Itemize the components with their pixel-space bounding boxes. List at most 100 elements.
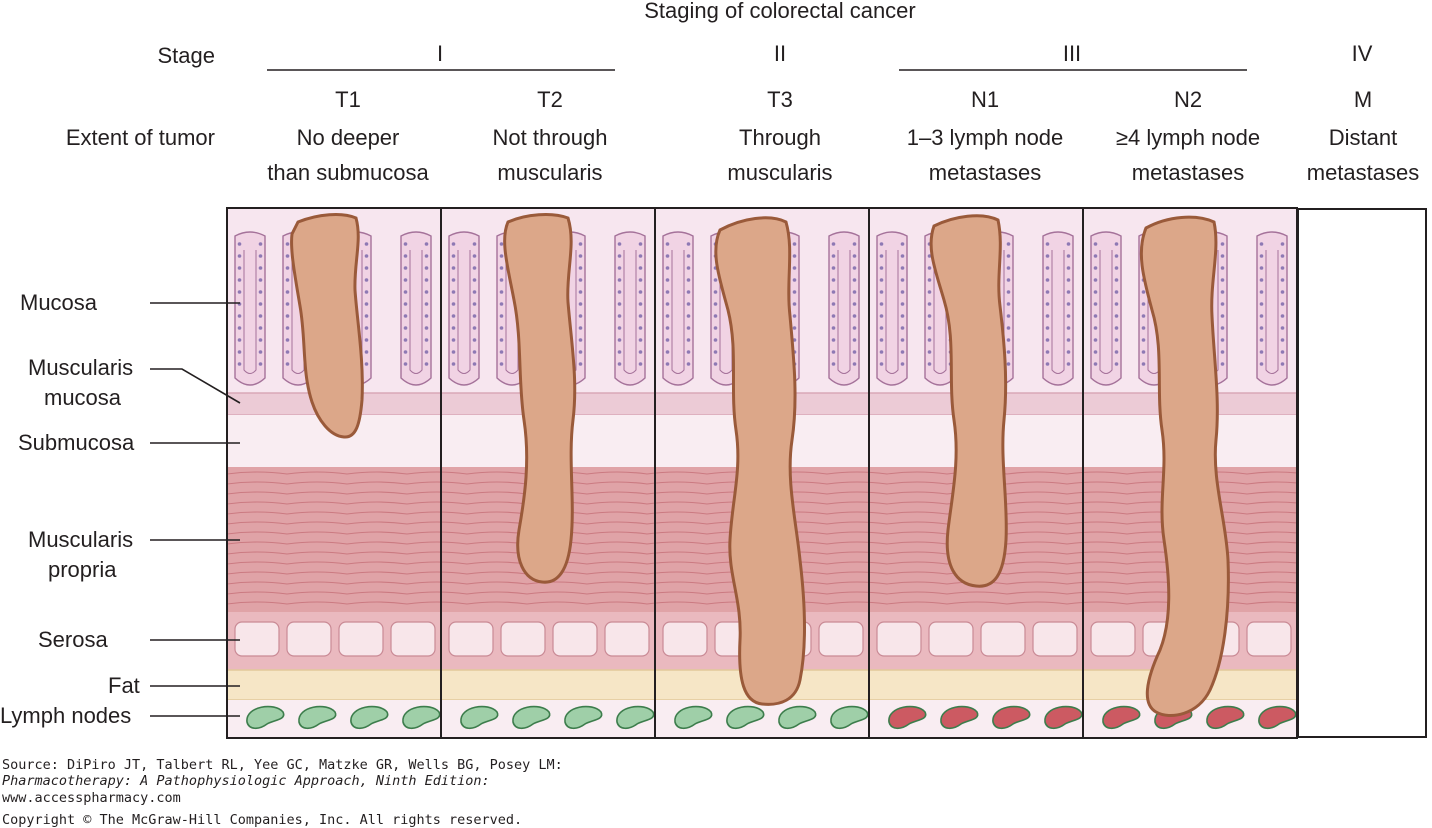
nucleus [285, 290, 290, 294]
nucleus [364, 338, 369, 342]
nucleus [258, 278, 263, 282]
nucleus [1006, 266, 1011, 270]
nucleus [258, 302, 263, 306]
serosa-cell [1032, 621, 1078, 657]
nucleus [665, 338, 670, 342]
nucleus [1114, 254, 1119, 258]
crypt [828, 231, 860, 386]
nucleus [364, 362, 369, 366]
nucleus [831, 278, 836, 282]
nucleus [1066, 314, 1071, 318]
col-extent2-m: metastases [1307, 160, 1420, 185]
nucleus [403, 266, 408, 270]
lymph-node-malignant [940, 705, 979, 730]
nucleus [900, 290, 905, 294]
crypt-lumen [291, 250, 305, 374]
label-lymph-nodes: Lymph nodes [0, 703, 131, 728]
nucleus [1093, 362, 1098, 366]
nucleus [403, 242, 408, 246]
nucleus [1006, 254, 1011, 258]
nucleus [638, 290, 643, 294]
nucleus [1280, 302, 1285, 306]
nucleus [1066, 326, 1071, 330]
nucleus [364, 254, 369, 258]
nucleus [686, 326, 691, 330]
nucleus [686, 254, 691, 258]
stage-iii-label: III [1063, 41, 1081, 66]
nucleus [451, 242, 456, 246]
nucleus [285, 350, 290, 354]
nucleus [686, 338, 691, 342]
nucleus [364, 350, 369, 354]
nucleus [831, 326, 836, 330]
serosa-cell [604, 621, 650, 657]
nucleus [403, 362, 408, 366]
nucleus [1045, 242, 1050, 246]
nucleus [1093, 338, 1098, 342]
nucleus [1259, 278, 1264, 282]
crypt-lumen [505, 250, 519, 374]
nucleus [1220, 362, 1225, 366]
nucleus [617, 278, 622, 282]
nucleus [879, 278, 884, 282]
lymph-node-normal [616, 705, 655, 730]
nucleus [852, 266, 857, 270]
serosa-cell [448, 621, 494, 657]
lymph-node-normal [246, 705, 285, 730]
col-extent2-t3: muscularis [727, 160, 832, 185]
nucleus [1093, 254, 1098, 258]
nucleus [686, 302, 691, 306]
lymph-node-normal [350, 705, 389, 730]
crypt-lumen [409, 250, 423, 374]
nucleus [578, 302, 583, 306]
label-muscularis-mucosa-1: Muscularis [28, 355, 133, 380]
source-line-1: Source: DiPiro JT, Talbert RL, Yee GC, M… [2, 757, 563, 773]
nucleus [900, 350, 905, 354]
nucleus [1006, 314, 1011, 318]
nucleus [713, 350, 718, 354]
nucleus [1259, 326, 1264, 330]
nucleus [1114, 362, 1119, 366]
nucleus [665, 326, 670, 330]
nucleus [258, 254, 263, 258]
nucleus [638, 314, 643, 318]
nucleus [1114, 242, 1119, 246]
lymph-node-malignant [1258, 705, 1297, 730]
nucleus [1141, 338, 1146, 342]
nucleus [258, 290, 263, 294]
nucleus [927, 326, 932, 330]
label-submucosa: Submucosa [18, 430, 135, 455]
lymph-node-normal [402, 705, 441, 730]
nucleus [792, 302, 797, 306]
nucleus [1006, 302, 1011, 306]
nucleus [686, 362, 691, 366]
nucleus [424, 350, 429, 354]
nucleus [1259, 302, 1264, 306]
tissue-panel [227, 208, 1297, 738]
lymph-node-malignant [1044, 705, 1083, 730]
nucleus [578, 314, 583, 318]
nucleus [424, 326, 429, 330]
nucleus [852, 350, 857, 354]
nucleus [403, 278, 408, 282]
serosa-cell [234, 621, 280, 657]
nucleus [686, 350, 691, 354]
nucleus [900, 314, 905, 318]
lymph-node-normal [726, 705, 765, 730]
tumor-n1 [929, 214, 1008, 588]
nucleus [900, 302, 905, 306]
label-muscularis-propria-1: Muscularis [28, 527, 133, 552]
nucleus [403, 350, 408, 354]
nucleus [1220, 314, 1225, 318]
nucleus [665, 302, 670, 306]
crypt-lumen [885, 250, 899, 374]
nucleus [927, 302, 932, 306]
nucleus [451, 266, 456, 270]
nucleus [879, 362, 884, 366]
nucleus [237, 266, 242, 270]
nucleus [499, 290, 504, 294]
crypt [614, 231, 646, 386]
crypt-lumen [933, 250, 947, 374]
nucleus [578, 278, 583, 282]
nucleus [1006, 362, 1011, 366]
